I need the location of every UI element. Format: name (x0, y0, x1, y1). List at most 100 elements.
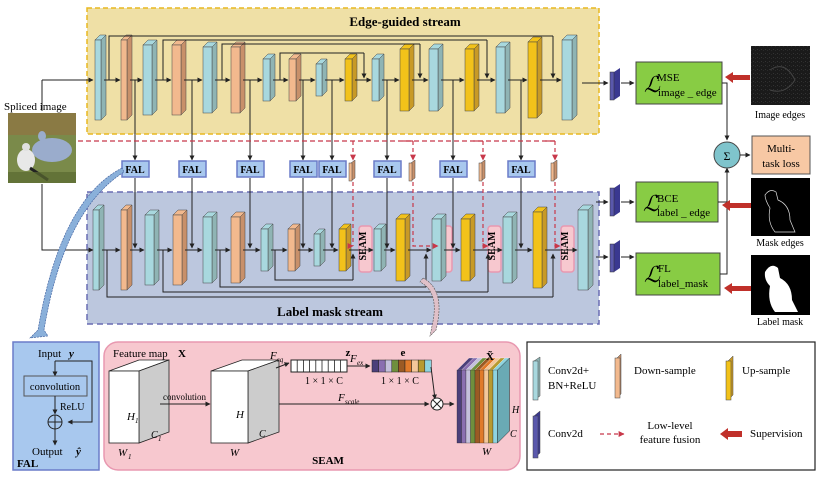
supervision-arrow-3 (724, 283, 751, 294)
z-vector (290, 359, 348, 373)
svg-text:FAL: FAL (182, 165, 202, 176)
svg-text:Supervision: Supervision (750, 428, 803, 440)
seam-block: SEAM (358, 225, 373, 273)
legend: Conv2d+ BN+ReLU Down-sample Up-sample Co… (526, 341, 816, 471)
svg-text:image _ edge: image _ edge (658, 87, 717, 99)
svg-text:Multi-: Multi- (767, 143, 795, 155)
e-channel (391, 359, 399, 373)
edge-layer-up (464, 43, 480, 112)
edge-layer-conv (428, 43, 444, 112)
svg-text:FAL: FAL (322, 165, 342, 176)
svg-text:1 × 1 × C: 1 × 1 × C (381, 376, 419, 387)
svg-text:label_mask: label_mask (658, 278, 709, 290)
edge-layer-conv (561, 34, 578, 121)
svg-text:BN+ReLU: BN+ReLU (548, 380, 596, 392)
svg-text:X: X (178, 348, 186, 360)
legend-up-sample-icon (725, 355, 734, 401)
output-channel (488, 369, 494, 444)
legend-down-sample-icon (614, 353, 622, 399)
svg-text:scale: scale (345, 398, 359, 406)
fusion-down-sample (550, 159, 558, 182)
label-mask-thumbnail (751, 255, 810, 315)
edge-layer-down (171, 39, 187, 116)
fusion-down-sample (478, 159, 486, 182)
svg-text:W: W (482, 446, 492, 458)
loss-fl-box: ℒ FL label_mask (635, 252, 721, 296)
label-layer-conv (260, 223, 274, 272)
edge-layer-conv (371, 53, 385, 102)
svg-text:H: H (126, 411, 136, 423)
svg-text:FL: FL (658, 263, 671, 275)
svg-text:Low-level: Low-level (647, 420, 692, 432)
e-channel (398, 359, 406, 373)
svg-text:1: 1 (128, 453, 132, 461)
label-layer-conv (313, 228, 326, 267)
fal-block: FAL (507, 160, 536, 178)
supervision-arrow-1 (725, 72, 750, 83)
sum-symbol: Σ (724, 149, 731, 163)
output-channel (479, 369, 485, 444)
label-stream-title: Label mask stream (277, 304, 383, 319)
e-channel (424, 359, 432, 373)
seam-detail-panel: Feature map X H 1 C 1 W 1 convolution H … (103, 341, 521, 471)
svg-text:Input: Input (38, 348, 61, 360)
output-channel (470, 369, 476, 444)
svg-text:label _ edge: label _ edge (657, 207, 710, 219)
svg-text:ℒ: ℒ (644, 72, 661, 97)
fal-block: FAL (236, 160, 265, 178)
svg-text:SEAM: SEAM (358, 231, 369, 260)
svg-text:ReLU: ReLU (60, 402, 85, 413)
svg-text:MSE: MSE (657, 72, 680, 84)
label-layer-conv (144, 209, 160, 286)
svg-text:FAL: FAL (293, 165, 313, 176)
label-layer-conv (92, 204, 105, 291)
edge-layer-down (230, 41, 246, 114)
svg-text:Up-sample: Up-sample (742, 365, 790, 377)
svg-text:FAL: FAL (125, 165, 145, 176)
fal-block: FAL (121, 160, 150, 178)
spliced-image-label: Spliced image (4, 101, 67, 113)
edge-stream-panel (86, 7, 600, 135)
svg-text:F: F (349, 353, 357, 365)
edge-layer-conv (202, 41, 218, 114)
seam-block: SEAM (560, 225, 575, 273)
conv2d-output-edge (609, 68, 620, 101)
e-channel (371, 359, 379, 373)
seam-block: SEAM (487, 225, 502, 273)
svg-text:F: F (337, 392, 345, 404)
fusion-down-sample (408, 159, 416, 182)
loss-mse-box: ℒ MSE image _ edge (635, 61, 723, 105)
svg-text:ℒ: ℒ (644, 262, 661, 287)
svg-text:FAL: FAL (443, 165, 463, 176)
svg-text:W: W (118, 447, 128, 459)
svg-text:Down-sample: Down-sample (634, 365, 696, 377)
connections (78, 35, 578, 298)
svg-text:SEAM: SEAM (487, 231, 498, 260)
svg-text:F: F (269, 350, 277, 362)
spliced-image (8, 113, 76, 183)
edge-layer-conv (262, 53, 276, 102)
svg-text:BCE: BCE (657, 193, 679, 205)
label-layer-conv (373, 223, 387, 272)
edge-layer-conv (315, 58, 328, 97)
svg-text:convolution: convolution (163, 392, 206, 402)
svg-text:z: z (346, 347, 351, 359)
fal-block: FAL (178, 160, 207, 178)
label-layer-up (395, 213, 411, 282)
output-channel (483, 369, 489, 444)
e-channel (384, 359, 393, 373)
e-channel (404, 359, 412, 373)
loss-bce-box: ℒ BCE label _ edge (635, 181, 719, 223)
output-channel (461, 369, 467, 444)
svg-text:Conv2d: Conv2d (548, 428, 583, 440)
edge-layer-up (399, 43, 415, 112)
svg-text:ŷ: ŷ (74, 446, 81, 458)
svg-text:H: H (511, 405, 520, 416)
svg-text:C: C (510, 429, 517, 440)
label-layer-up (532, 206, 548, 289)
edge-layer-up (344, 53, 358, 102)
svg-text:1 × 1 × C: 1 × 1 × C (305, 376, 343, 387)
mask-edges-thumbnail (751, 178, 810, 236)
fal-block: FAL (289, 160, 318, 178)
svg-text:Output: Output (32, 446, 63, 458)
